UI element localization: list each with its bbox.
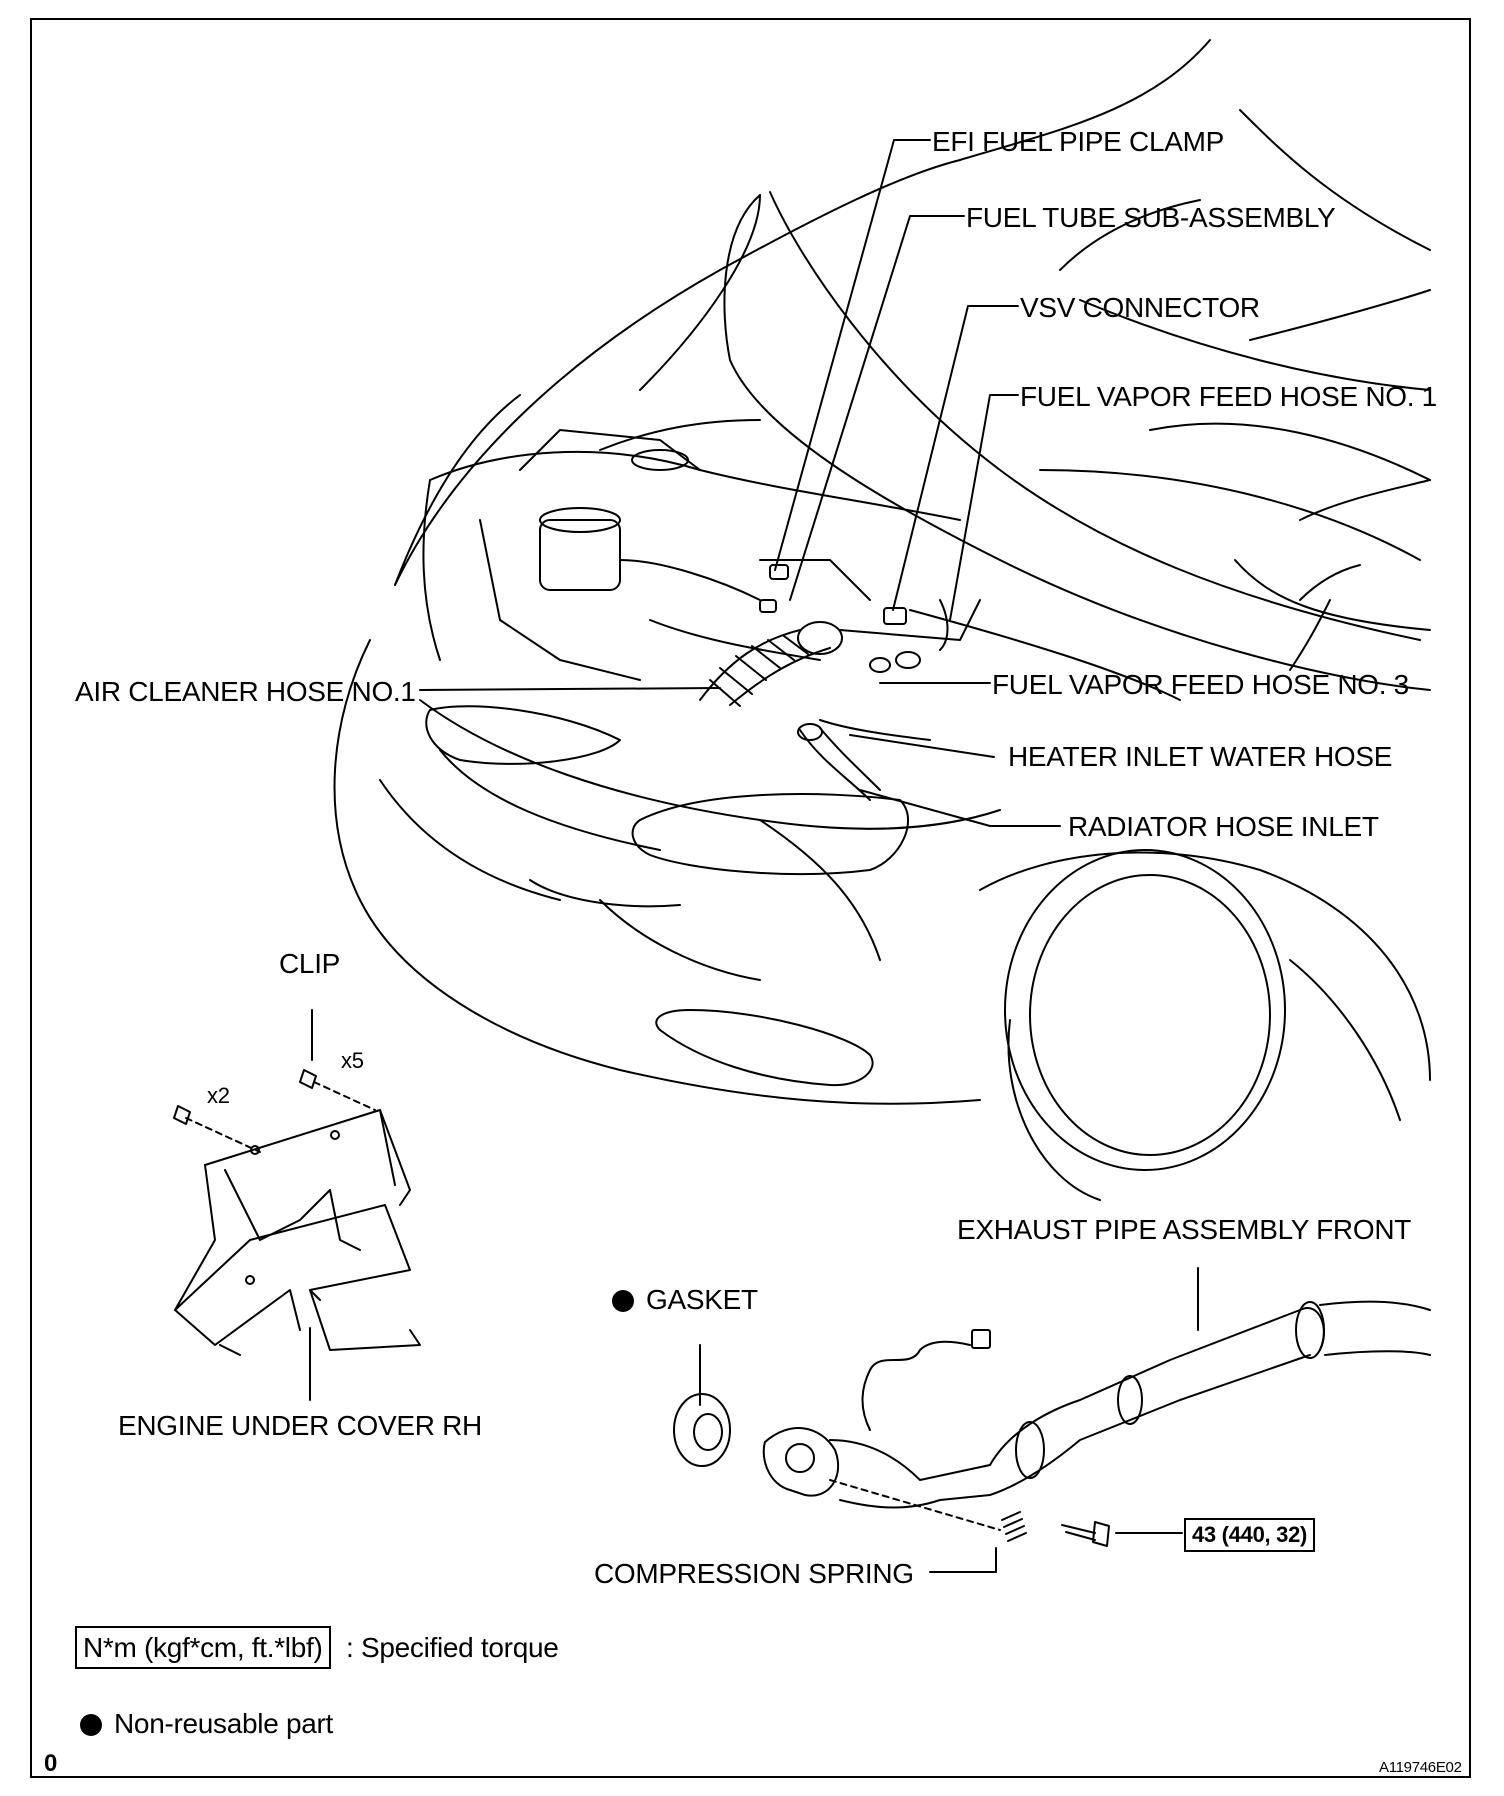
heater-inlet-water-hose-label: HEATER INLET WATER HOSE <box>1008 741 1393 772</box>
efi-fuel-pipe-clamp-label: EFI FUEL PIPE CLAMP <box>932 126 1225 157</box>
diagram-frame <box>30 18 1471 1778</box>
exhaust-pipe-assembly-front-label: EXHAUST PIPE ASSEMBLY FRONT <box>957 1214 1412 1245</box>
gasket-label: GASKET <box>612 1286 758 1314</box>
engine-components <box>699 564 949 801</box>
fuel-vapor-feed-hose-1-label: FUEL VAPOR FEED HOSE NO. 1 <box>1020 381 1437 412</box>
air-cleaner-hose-1-label: AIR CLEANER HOSE NO.1 <box>75 676 416 707</box>
clip-count-x2: x2 <box>207 1083 230 1108</box>
fuel-tube-sub-assembly-label: FUEL TUBE SUB-ASSEMBLY <box>966 202 1336 233</box>
engine-under-cover-rh-label: ENGINE UNDER COVER RH <box>118 1410 482 1441</box>
torque-value-box: 43 (440, 32) <box>1184 1518 1316 1552</box>
figure-id: A119746E02 <box>1379 1759 1462 1776</box>
exhaust-assembly <box>673 1300 1431 1547</box>
non-reusable-marker <box>612 1290 634 1312</box>
vsv-connector-label: VSV CONNECTOR <box>1020 292 1260 323</box>
legend-non-reusable: Non-reusable part <box>80 1710 333 1738</box>
footer-left-mark: 0 <box>44 1750 58 1777</box>
compression-spring-label: COMPRESSION SPRING <box>594 1558 914 1589</box>
legend-torque-units: N*m (kgf*cm, ft.*lbf) <box>75 1626 331 1669</box>
clip-label: CLIP <box>279 948 341 979</box>
legend-torque-desc: : Specified torque <box>346 1632 559 1663</box>
gasket-text: GASKET <box>646 1284 758 1315</box>
legend-torque: N*m (kgf*cm, ft.*lbf) : Specified torque <box>75 1626 559 1669</box>
radiator-hose-inlet-label: RADIATOR HOSE INLET <box>1068 811 1379 842</box>
car-body <box>333 39 1431 1201</box>
clip-count-x5: x5 <box>341 1048 364 1073</box>
fuel-vapor-feed-hose-3-label: FUEL VAPOR FEED HOSE NO. 3 <box>992 669 1409 700</box>
engine-under-cover <box>173 1069 421 1356</box>
leader-lines <box>309 139 1199 1573</box>
non-reusable-legend-marker <box>80 1714 102 1736</box>
legend-non-reusable-text: Non-reusable part <box>114 1708 334 1739</box>
